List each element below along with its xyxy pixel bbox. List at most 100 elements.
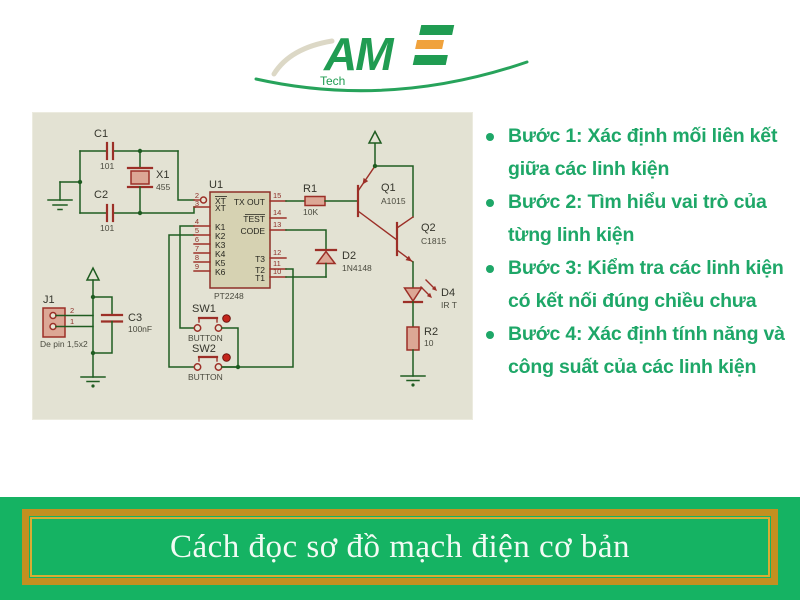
capacitor-c3: C3 100nF	[92, 312, 152, 354]
resistor-r2: R2 10	[406, 326, 438, 351]
pin-13: 13	[273, 220, 281, 229]
banner-inner-frame: Cách đọc sơ đồ mạch điện cơ bản	[30, 517, 770, 577]
part-q2: C1815	[421, 236, 446, 246]
bullet-icon	[486, 265, 494, 273]
ground-symbol-left	[47, 181, 73, 211]
step2-line2: từng linh kiện	[508, 224, 635, 246]
pinname-k4: K4	[215, 249, 226, 259]
bullet-icon	[486, 331, 494, 339]
step4-line1: Bước 4: Xác định tính năng và	[508, 323, 785, 345]
banner-gold-frame: Cách đọc sơ đồ mạch điện cơ bản	[22, 509, 778, 585]
title-banner: Cách đọc sơ đồ mạch điện cơ bản	[0, 497, 800, 600]
logo-letter-e	[412, 25, 455, 65]
pin-14: 14	[273, 208, 281, 217]
label-d2: D2	[342, 250, 356, 262]
bullet-icon	[486, 133, 494, 141]
bullet-icon	[486, 199, 494, 207]
pinname-xt-bar: XT	[215, 196, 226, 206]
pin-6: 6	[195, 235, 199, 244]
circuit-schematic-panel: C1 101 X1 455 C2 101 U1 PT2248 2 3	[32, 112, 473, 420]
circuit-schematic: C1 101 X1 455 C2 101 U1 PT2248 2 3	[40, 128, 457, 388]
steps-list: Bước 1: Xác định mối liên kết giữa các l…	[486, 120, 794, 384]
pin-2: 2	[195, 191, 199, 200]
label-x1: X1	[156, 169, 169, 181]
step3-line2: có kết nối đúng chiều chưa	[508, 290, 757, 312]
list-item: Bước 1: Xác định mối liên kết giữa các l…	[486, 120, 794, 186]
value-c2: 101	[100, 223, 114, 233]
pin-12: 12	[273, 248, 281, 257]
page-title: Cách đọc sơ đồ mạch điện cơ bản	[169, 528, 631, 565]
part-d4: IR T	[441, 300, 457, 310]
pinname-xt: XT	[215, 203, 226, 213]
diode-d2: D2 1N4148	[314, 248, 372, 273]
pushbutton-sw2: SW2 BUTTON	[188, 343, 239, 382]
pin-7: 7	[195, 244, 199, 253]
pinname-test: TEST	[243, 214, 265, 224]
label-c3: C3	[128, 312, 142, 324]
pinname-k6: K6	[215, 267, 226, 277]
part-q1: A1015	[381, 196, 406, 206]
ground-symbol-bottom-left	[80, 376, 106, 388]
led-d4: D4 IR T	[402, 279, 457, 310]
pinname-code: CODE	[240, 226, 265, 236]
pinname-txout: TX OUT	[234, 197, 265, 207]
pinname-k3: K3	[215, 240, 226, 250]
label-sw1: SW1	[192, 303, 216, 315]
pin-3: 3	[195, 199, 199, 208]
label-d4: D4	[441, 287, 455, 299]
transistor-q1: Q1 A1015	[356, 165, 406, 241]
pin-10: 10	[273, 267, 281, 276]
pinname-t1: T1	[255, 273, 265, 283]
step1-line2: giữa các linh kiện	[508, 158, 670, 180]
pin-9: 9	[195, 262, 199, 271]
label-c1: C1	[94, 128, 108, 140]
capacitor-c2: C2 101	[79, 189, 196, 233]
pushbutton-sw1: SW1 BUTTON	[188, 303, 239, 368]
j1-pin-2: 2	[70, 306, 74, 315]
step4-line2: công suất của các linh kiện	[508, 356, 757, 378]
label-sw2: SW2	[192, 343, 216, 355]
ic-u1-pt2248: U1 PT2248 2 3 4 5 6 7 8 9 15 14 13 12 11…	[193, 179, 287, 301]
logo-wordmark-am: AM	[323, 28, 395, 80]
pin-4: 4	[195, 217, 199, 226]
connector-j1: 2 1 J1 De pin 1,5x2	[40, 294, 94, 349]
value-x1: 455	[156, 182, 170, 192]
value-r1: 10K	[303, 207, 318, 217]
part-u1: PT2248	[214, 291, 244, 301]
label-r1: R1	[303, 183, 317, 195]
logo-sub-text: Tech	[320, 74, 345, 88]
step3-line1: Bước 3: Kiểm tra các linh kiện	[508, 257, 784, 279]
list-item: Bước 2: Tìm hiểu vai trò của từng linh k…	[486, 186, 794, 252]
list-item: Bước 4: Xác định tính năng và công suất …	[486, 318, 794, 384]
ame-tech-logo: AM Tech	[240, 12, 540, 104]
crystal-x1: X1 455	[126, 150, 170, 214]
label-u1: U1	[209, 179, 223, 191]
logo-orange-bar	[415, 40, 445, 49]
label-c2: C2	[94, 189, 108, 201]
value-c1: 101	[100, 161, 114, 171]
logo-graphic: AM Tech	[254, 25, 529, 93]
label-j1: J1	[43, 294, 55, 306]
type-sw2: BUTTON	[188, 372, 223, 382]
pin-11: 11	[273, 259, 281, 268]
resistor-r1: R1 10K	[285, 183, 359, 217]
label-q2: Q2	[421, 222, 436, 234]
logo-grey-arc	[271, 38, 335, 77]
j1-pin-1: 1	[70, 317, 74, 326]
part-d2: 1N4148	[342, 263, 372, 273]
logo-swoosh-icon	[254, 60, 529, 93]
label-q1: Q1	[381, 182, 396, 194]
transistor-q2: Q2 C1815	[395, 216, 446, 263]
step2-line1: Bước 2: Tìm hiểu vai trò của	[508, 191, 767, 213]
pinname-k2: K2	[215, 231, 226, 241]
value-c3: 100nF	[128, 324, 152, 334]
value-r2: 10	[424, 338, 434, 348]
step1-line1: Bước 1: Xác định mối liên kết	[508, 125, 778, 147]
power-arrow-icon	[367, 129, 383, 144]
list-item: Bước 3: Kiểm tra các linh kiện có kết nố…	[486, 252, 794, 318]
label-r2: R2	[424, 326, 438, 338]
power-arrow-icon-2	[85, 266, 101, 281]
pinname-t3: T3	[255, 254, 265, 264]
pinname-k1: K1	[215, 222, 226, 232]
pin-5: 5	[195, 226, 199, 235]
